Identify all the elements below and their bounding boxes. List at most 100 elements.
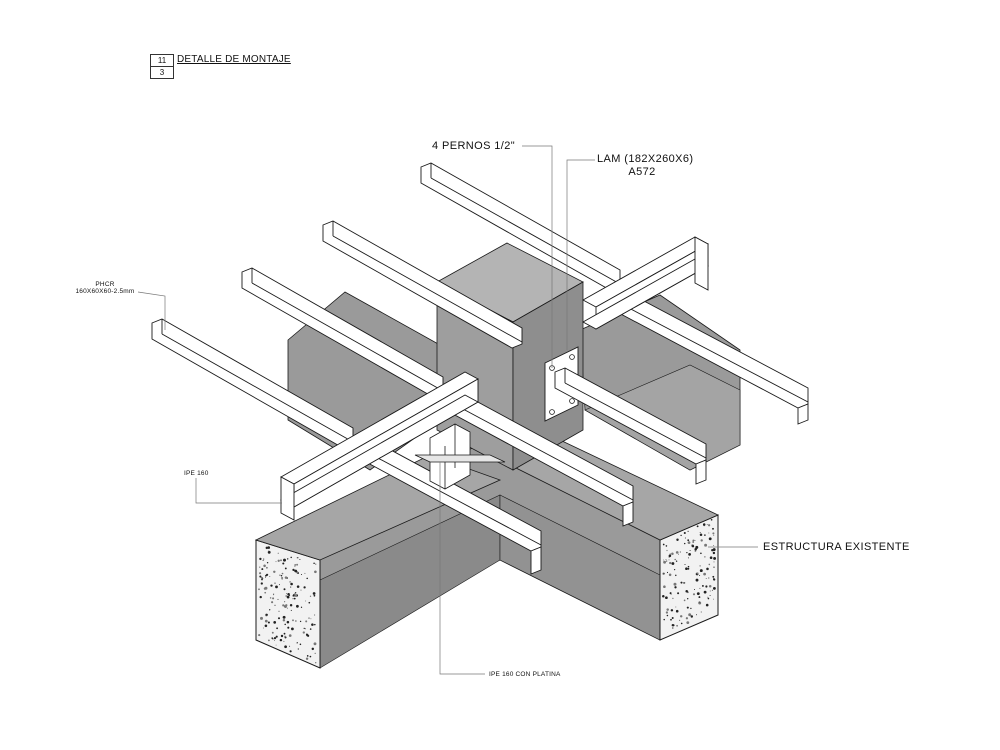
label-plate-line1: LAM (182X260X6) — [597, 153, 694, 165]
aggregate-speck — [694, 540, 696, 541]
aggregate-texture-right — [662, 518, 717, 629]
aggregate-speck — [693, 588, 696, 591]
aggregate-speck — [686, 621, 690, 625]
aggregate-speck — [294, 594, 298, 597]
aggregate-speck — [670, 618, 672, 621]
aggregate-speck — [700, 539, 703, 542]
aggregate-speck — [696, 525, 699, 528]
aggregate-speck — [680, 534, 682, 537]
label-phcr-line1: PHCR — [95, 281, 115, 288]
aggregate-speck — [694, 550, 697, 552]
aggregate-speck — [287, 626, 290, 629]
aggregate-speck — [288, 634, 292, 637]
aggregate-speck — [705, 578, 707, 579]
aggregate-speck — [279, 574, 281, 576]
aggregate-speck — [267, 546, 271, 549]
aggregate-speck — [304, 628, 306, 630]
aggregate-speck — [666, 571, 669, 574]
label-bolts: 4 PERNOS 1/2" — [432, 140, 516, 152]
aggregate-speck — [701, 584, 704, 587]
aggregate-speck — [668, 573, 672, 577]
aggregate-speck — [665, 596, 668, 600]
aggregate-speck — [675, 560, 678, 562]
aggregate-speck — [713, 534, 715, 536]
leader-lines — [137, 145, 758, 675]
aggregate-speck — [273, 570, 276, 574]
leader-phcr — [137, 291, 166, 330]
aggregate-speck — [696, 614, 697, 616]
aggregate-speck — [665, 558, 667, 561]
aggregate-texture-left — [258, 546, 317, 664]
aggregate-speck — [275, 644, 277, 646]
aggregate-speck — [314, 614, 316, 616]
aggregate-speck — [669, 553, 671, 555]
aggregate-speck — [281, 576, 284, 580]
aggregate-speck — [684, 563, 686, 566]
aggregate-speck — [713, 566, 715, 568]
aggregate-speck — [687, 539, 690, 542]
aggregate-speck — [297, 557, 299, 559]
aggregate-speck — [675, 606, 677, 608]
aggregate-speck — [294, 592, 297, 594]
aggregate-speck — [284, 645, 287, 649]
aggregate-speck — [275, 561, 277, 563]
aggregate-speck — [277, 552, 279, 554]
aggregate-speck — [269, 597, 272, 599]
aggregate-speck — [267, 550, 271, 554]
aggregate-speck — [272, 594, 274, 596]
leader-ipe-left — [195, 478, 282, 504]
aggregate-speck — [266, 562, 269, 564]
aggregate-speck — [671, 617, 674, 619]
aggregate-speck — [265, 613, 268, 616]
aggregate-speck — [280, 634, 284, 638]
aggregate-speck — [680, 581, 683, 584]
aggregate-speck — [286, 593, 288, 595]
aggregate-speck — [669, 592, 672, 595]
aggregate-speck — [286, 558, 289, 560]
aggregate-speck — [306, 577, 308, 580]
aggregate-speck — [315, 662, 317, 664]
aggregate-speck — [698, 601, 700, 603]
aggregate-speck — [282, 562, 285, 565]
aggregate-speck — [282, 615, 286, 619]
aggregate-speck — [708, 532, 710, 534]
aggregate-speck — [309, 628, 312, 630]
aggregate-speck — [262, 560, 264, 561]
aggregate-speck — [259, 566, 261, 568]
aggregate-speck — [259, 595, 262, 599]
aggregate-speck — [707, 597, 710, 600]
aggregate-speck — [692, 539, 695, 542]
leader-ipe-plate — [439, 462, 485, 675]
aggregate-speck — [668, 559, 670, 561]
label-plate-line2: A572 — [628, 166, 656, 178]
aggregate-speck — [314, 570, 317, 574]
aggregate-speck — [274, 582, 276, 584]
aggregate-speck — [296, 642, 298, 644]
aggregate-speck — [673, 582, 677, 586]
aggregate-speck — [713, 561, 715, 563]
aggregate-speck — [267, 621, 270, 624]
aggregate-speck — [666, 549, 668, 552]
aggregate-speck — [708, 563, 711, 566]
aggregate-speck — [294, 565, 296, 567]
aggregate-speck — [671, 552, 674, 555]
aggregate-speck — [305, 620, 308, 623]
aggregate-speck — [712, 578, 715, 580]
aggregate-speck — [675, 609, 679, 613]
aggregate-speck — [300, 573, 303, 576]
aggregate-speck — [284, 605, 286, 607]
aggregate-speck — [274, 639, 275, 641]
aggregate-speck — [285, 595, 288, 597]
aggregate-speck — [270, 584, 273, 587]
leader-plate — [566, 159, 595, 350]
ipe-beams — [280, 236, 709, 521]
aggregate-speck — [685, 567, 688, 570]
aggregate-speck — [282, 604, 285, 607]
aggregate-speck — [700, 611, 702, 613]
aggregate-speck — [281, 572, 284, 575]
aggregate-speck — [709, 590, 711, 592]
aggregate-speck — [670, 593, 672, 596]
aggregate-speck — [261, 578, 263, 581]
aggregate-speck — [672, 597, 674, 600]
aggregate-speck — [292, 598, 294, 600]
